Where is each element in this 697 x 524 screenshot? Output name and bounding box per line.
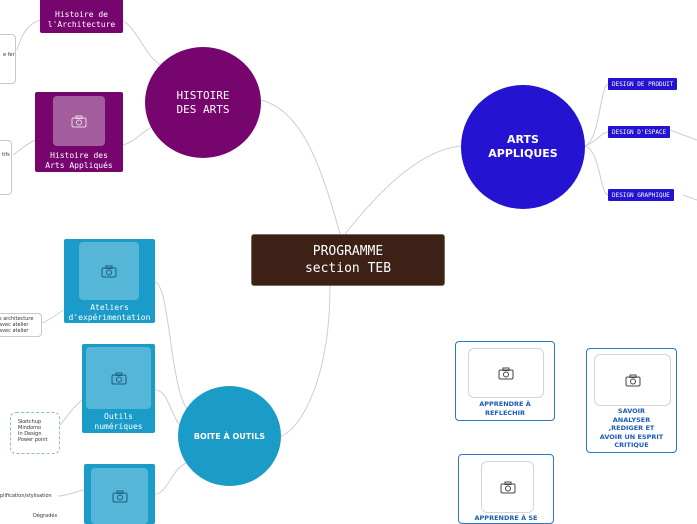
camera-icon bbox=[468, 348, 544, 398]
camera-icon bbox=[86, 347, 151, 409]
outils-numeriques-node[interactable]: Outils numériques bbox=[82, 344, 155, 433]
camera-icon bbox=[79, 242, 139, 300]
partial-note-box: tifs bbox=[0, 140, 12, 195]
partial-note-text: tifs bbox=[2, 152, 10, 158]
design-espace-tag[interactable]: DESIGN D'ESPACE bbox=[608, 126, 671, 138]
apprendre-reflechir-label: APPRENDRE À REFLECHIR bbox=[479, 400, 531, 417]
degrades-note: Dégradés bbox=[33, 513, 58, 519]
histoire-architecture-node[interactable]: Histoire de l'Architecture bbox=[40, 0, 123, 33]
savoir-analyser-label: SAVOIR ANALYSER ,REDIGER ET AVOIR UN ESP… bbox=[599, 407, 664, 449]
histoire-des-arts-node[interactable]: HISTOIRE DES ARTS bbox=[145, 47, 261, 158]
design-produit-tag[interactable]: DESIGN DE PRODUIT bbox=[608, 78, 678, 90]
design-graphique-label: DESIGN GRAPHIQUE bbox=[612, 191, 670, 199]
third-tool-node[interactable] bbox=[84, 464, 155, 524]
camera-icon bbox=[594, 354, 671, 406]
ateliers-note-text: s architecture avec atelier avec atelier bbox=[0, 316, 34, 334]
apprendre-reflechir-card[interactable]: APPRENDRE À REFLECHIR bbox=[455, 341, 555, 421]
outils-numeriques-label: Outils numériques bbox=[94, 412, 143, 431]
savoir-analyser-card[interactable]: SAVOIR ANALYSER ,REDIGER ET AVOIR UN ESP… bbox=[586, 348, 677, 453]
central-title: PROGRAMME section TEB bbox=[304, 244, 392, 276]
apprendre-a-se-card[interactable]: APPRENDRE À SE bbox=[458, 454, 554, 524]
outils-note-text: Sketchup Mindomo In Design Power point bbox=[18, 419, 48, 443]
boite-label: BOITE À OUTILS bbox=[193, 431, 266, 441]
histoire-label: HISTOIRE DES ARTS bbox=[176, 88, 230, 116]
arts-appliques-label: ARTS APPLIQUES bbox=[488, 133, 558, 160]
outils-note-box: Sketchup Mindomo In Design Power point bbox=[10, 412, 60, 454]
camera-icon bbox=[481, 461, 534, 513]
apprendre-a-se-label: APPRENDRE À SE bbox=[474, 514, 538, 522]
arts-appliques-node[interactable]: ARTS APPLIQUES bbox=[461, 85, 585, 209]
stylisation-note: plification/stylisation bbox=[0, 493, 52, 499]
histoire-architecture-label: Histoire de l'Architecture bbox=[47, 10, 116, 29]
boite-a-outils-node[interactable]: BOITE À OUTILS bbox=[178, 386, 281, 486]
partial-note-box: e fer bbox=[0, 34, 16, 84]
ateliers-note-box: s architecture avec atelier avec atelier bbox=[0, 313, 42, 337]
camera-icon bbox=[53, 96, 105, 146]
histoire-arts-appliques-node[interactable]: Histoire des Arts Appliqués bbox=[35, 92, 123, 172]
ateliers-label: Ateliers d'expérimentation bbox=[68, 303, 151, 322]
ateliers-experimentation-node[interactable]: Ateliers d'expérimentation bbox=[64, 239, 155, 323]
design-graphique-tag[interactable]: DESIGN GRAPHIQUE bbox=[608, 189, 674, 201]
design-produit-label: DESIGN DE PRODUIT bbox=[612, 80, 674, 88]
histoire-arts-appliques-label: Histoire des Arts Appliqués bbox=[45, 151, 113, 170]
camera-icon bbox=[91, 468, 148, 524]
central-node[interactable]: PROGRAMME section TEB bbox=[251, 234, 445, 286]
design-espace-label: DESIGN D'ESPACE bbox=[612, 128, 667, 136]
partial-note-text: e fer bbox=[3, 52, 15, 58]
